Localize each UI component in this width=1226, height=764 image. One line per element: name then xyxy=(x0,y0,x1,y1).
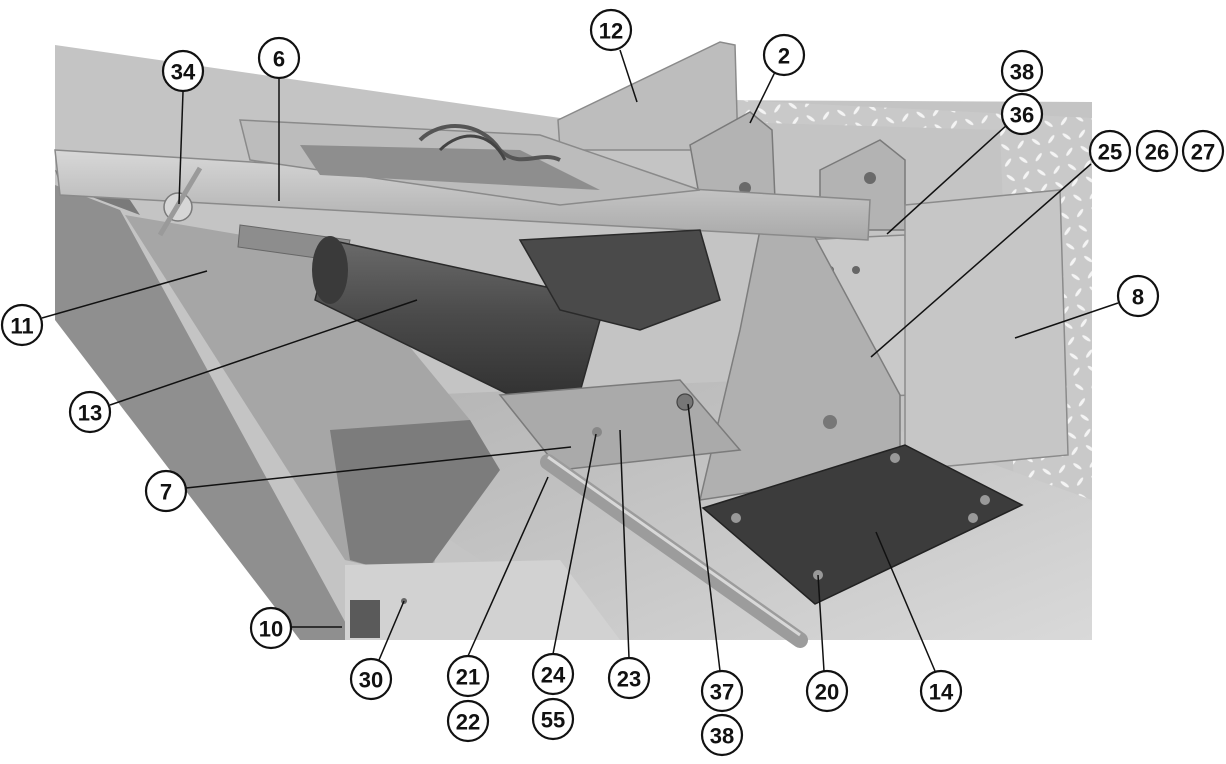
pad-bolt-4 xyxy=(968,513,978,523)
callout-label-22: 22 xyxy=(456,710,480,735)
callout-36: 36 xyxy=(1000,92,1044,136)
leader-23 xyxy=(619,429,630,659)
pad-bolt-1 xyxy=(731,513,741,523)
callout-26: 26 xyxy=(1135,129,1179,173)
leader-21 xyxy=(467,476,549,657)
photo-area xyxy=(54,41,1092,648)
callout-label-30: 30 xyxy=(359,668,383,693)
callout-25: 25 xyxy=(1088,129,1132,173)
callout-label-24: 24 xyxy=(541,663,566,688)
leader-24 xyxy=(552,433,597,655)
pad-bolt-2 xyxy=(890,453,900,463)
mounting-pad xyxy=(701,444,1024,605)
callout-label-14: 14 xyxy=(929,680,954,705)
base-step-slot xyxy=(350,600,380,638)
callout-34: 34 xyxy=(161,49,205,93)
callout-13: 13 xyxy=(68,390,112,434)
callout-label-55: 55 xyxy=(541,708,565,733)
pad-bolt-3 xyxy=(980,495,990,505)
callout-24: 24 xyxy=(531,652,575,696)
callout-38-top: 38 xyxy=(1000,49,1044,93)
callout-label-12: 12 xyxy=(599,19,623,44)
callout-12: 12 xyxy=(589,8,633,52)
callout-38-bottom: 38 xyxy=(700,713,744,757)
leader-12 xyxy=(619,49,638,103)
leader-7 xyxy=(185,446,572,489)
upright-hole xyxy=(823,415,837,429)
callout-label-10: 10 xyxy=(259,617,283,642)
callout-label-21: 21 xyxy=(456,665,480,690)
arm-frame-opening xyxy=(300,145,600,190)
callout-22: 22 xyxy=(446,699,490,743)
callout-7: 7 xyxy=(144,469,188,513)
callout-label-2: 2 xyxy=(778,44,790,69)
leader-25 xyxy=(870,163,1092,358)
inner-shadow xyxy=(330,420,500,580)
callout-label-20: 20 xyxy=(815,680,839,705)
hinge-pin-lower xyxy=(864,172,876,184)
long-shaft xyxy=(540,454,808,648)
callout-55: 55 xyxy=(531,697,575,741)
callout-11: 11 xyxy=(0,303,44,347)
leader-20 xyxy=(817,574,825,672)
callout-label-7: 7 xyxy=(160,480,172,505)
callout-label-34: 34 xyxy=(171,60,196,85)
callout-8: 8 xyxy=(1116,274,1160,318)
callout-21: 21 xyxy=(446,654,490,698)
callout-label-27: 27 xyxy=(1191,140,1215,165)
cable-bundle-2 xyxy=(438,134,507,161)
callout-label-23: 23 xyxy=(617,667,641,692)
gearbox xyxy=(518,229,721,331)
pin-handle xyxy=(157,166,203,237)
callout-label-26: 26 xyxy=(1145,140,1169,165)
callout-10: 10 xyxy=(249,606,293,650)
leader-8 xyxy=(1014,302,1119,339)
leader-37 xyxy=(687,403,721,672)
left-rail xyxy=(55,185,355,640)
callout-6: 6 xyxy=(257,36,301,80)
callouts: 12 34 6 2 38 36 25 26 27 8 11 13 7 10 30… xyxy=(0,8,1225,757)
callout-label-25: 25 xyxy=(1098,140,1122,165)
leader-2 xyxy=(749,71,776,124)
callout-30: 30 xyxy=(349,657,393,701)
base-step-block xyxy=(345,560,620,640)
guard-plate xyxy=(904,189,1069,471)
leader-lines xyxy=(41,49,1119,672)
callout-20: 20 xyxy=(805,669,849,713)
long-shaft-highlight xyxy=(547,455,801,637)
callout-label-37: 37 xyxy=(710,680,734,705)
pivot-bolt-small xyxy=(592,427,602,437)
motor-end-cap xyxy=(312,236,348,304)
leader-11 xyxy=(41,270,208,319)
callout-label-38-bottom: 38 xyxy=(710,724,734,749)
leader-14 xyxy=(875,531,936,672)
callout-label-11: 11 xyxy=(10,314,33,339)
hinge-pin-upper xyxy=(739,182,751,194)
callout-label-6: 6 xyxy=(273,47,285,72)
callout-label-36: 36 xyxy=(1010,103,1034,128)
pivot-bolt xyxy=(676,393,694,411)
callout-27: 27 xyxy=(1181,129,1225,173)
leader-36 xyxy=(886,123,1009,235)
callout-2: 2 xyxy=(762,33,806,77)
callout-label-13: 13 xyxy=(78,401,102,426)
mount-bolt-b xyxy=(852,266,860,274)
leader-13 xyxy=(109,299,418,406)
leader-30 xyxy=(378,600,405,661)
callout-37: 37 xyxy=(700,669,744,713)
callout-label-8: 8 xyxy=(1132,285,1144,310)
callout-label-38-top: 38 xyxy=(1010,60,1034,85)
callout-23: 23 xyxy=(607,656,651,700)
leader-34 xyxy=(178,91,184,205)
callout-14: 14 xyxy=(919,669,963,713)
